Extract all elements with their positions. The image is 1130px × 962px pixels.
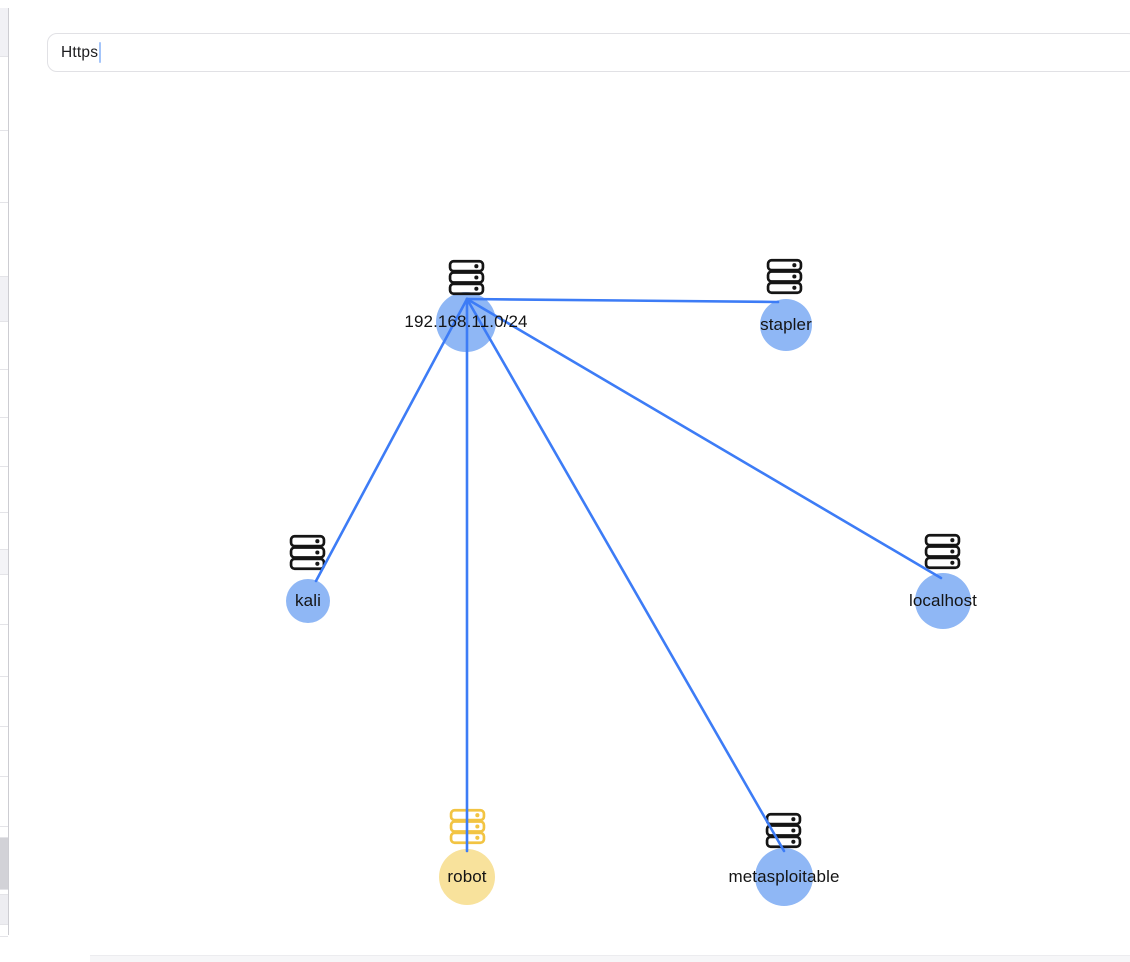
list-row-edge — [0, 370, 8, 418]
server-icon-stapler[interactable] — [766, 258, 803, 295]
list-row-edge — [0, 895, 8, 925]
node-circle-localhost[interactable] — [915, 573, 971, 629]
list-row-edge — [0, 625, 8, 677]
server-icon-metasploitable[interactable] — [765, 812, 802, 849]
list-row-edge — [0, 550, 8, 575]
list-row-edge — [0, 467, 8, 513]
server-icon-subnet[interactable] — [448, 259, 485, 296]
list-row-edge — [0, 57, 8, 131]
node-circle-stapler[interactable] — [760, 299, 812, 351]
search-input-value: Https — [61, 43, 99, 61]
list-row-edge — [0, 131, 8, 203]
list-row-edge — [0, 890, 8, 895]
left-panel-edge — [0, 0, 9, 962]
left-panel-border — [8, 8, 9, 935]
server-icon-localhost[interactable] — [924, 533, 961, 570]
list-row-edge — [0, 925, 8, 937]
node-circle-robot[interactable] — [439, 849, 495, 905]
footer-strip — [90, 955, 1130, 962]
list-row-edge — [0, 575, 8, 625]
text-caret — [99, 42, 102, 63]
list-row-edge — [0, 513, 8, 550]
list-row-edge — [0, 203, 8, 277]
list-row-edge — [0, 277, 8, 322]
list-row-edge — [0, 777, 8, 827]
list-row-edge — [0, 418, 8, 467]
server-icon-robot[interactable] — [449, 808, 486, 845]
list-row-edge — [0, 827, 8, 838]
node-circle-metasploitable[interactable] — [755, 848, 813, 906]
node-circle-kali[interactable] — [286, 579, 330, 623]
server-icon-kali[interactable] — [289, 534, 326, 571]
list-row-edge — [0, 727, 8, 777]
node-circle-subnet[interactable] — [436, 292, 496, 352]
list-row-edge — [0, 677, 8, 727]
search-input[interactable]: Https — [47, 33, 1130, 72]
list-row-edge — [0, 8, 8, 57]
list-row-edge — [0, 322, 8, 370]
list-row-edge — [0, 838, 8, 890]
